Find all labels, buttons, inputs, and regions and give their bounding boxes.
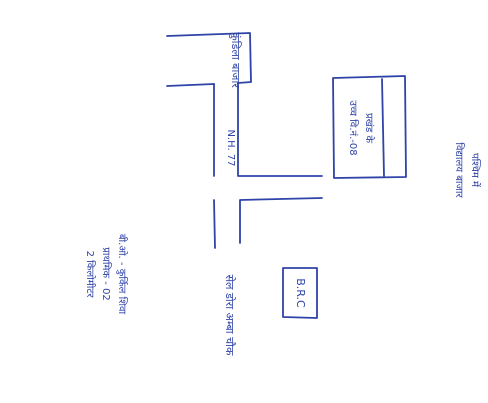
top-junction-box <box>166 32 252 87</box>
top-place-label-group: कुंडिला बाजार <box>229 32 242 88</box>
left-note-group: बी.ओ. - कुर्किल शिवा प्राथमिक - 02 2 किल… <box>84 234 128 315</box>
left-note-line2: प्राथमिक - 02 <box>100 247 112 301</box>
brc-label-group: B.R.C <box>294 278 307 308</box>
right-note-line2: विद्यालय बाजार <box>453 142 465 198</box>
top-place-label: कुंडिला बाजार <box>229 32 242 88</box>
brc-label: B.R.C <box>294 278 307 308</box>
left-note-line1: बी.ओ. - कुर्किल शिवा <box>116 234 128 315</box>
highway-road-right-edge <box>237 82 323 177</box>
side-road-lower-edge <box>239 197 323 244</box>
right-note-line1: पश्चिम में <box>469 153 481 188</box>
school-label-line1: प्रखंड के <box>363 113 375 143</box>
road-continuation-left <box>213 199 216 249</box>
bottom-road-label-group: सेल डोरा अम्बा चौक <box>223 275 236 356</box>
right-note-group: पश्चिम में विद्यालय बाजार <box>453 142 481 198</box>
school-box <box>332 75 407 179</box>
left-note-line3: 2 किलोमीटर <box>84 251 96 299</box>
highway-label: N.H. 77 <box>225 129 236 166</box>
school-box-divider <box>381 78 385 177</box>
brc-box <box>282 267 318 319</box>
bottom-road-label: सेल डोरा अम्बा चौक <box>223 275 236 356</box>
highway-label-group: N.H. 77 <box>225 129 236 166</box>
school-label-line2: उच्च वि.नं.-08 <box>347 100 359 155</box>
school-label-group: प्रखंड के उच्च वि.नं.-08 <box>347 100 375 155</box>
